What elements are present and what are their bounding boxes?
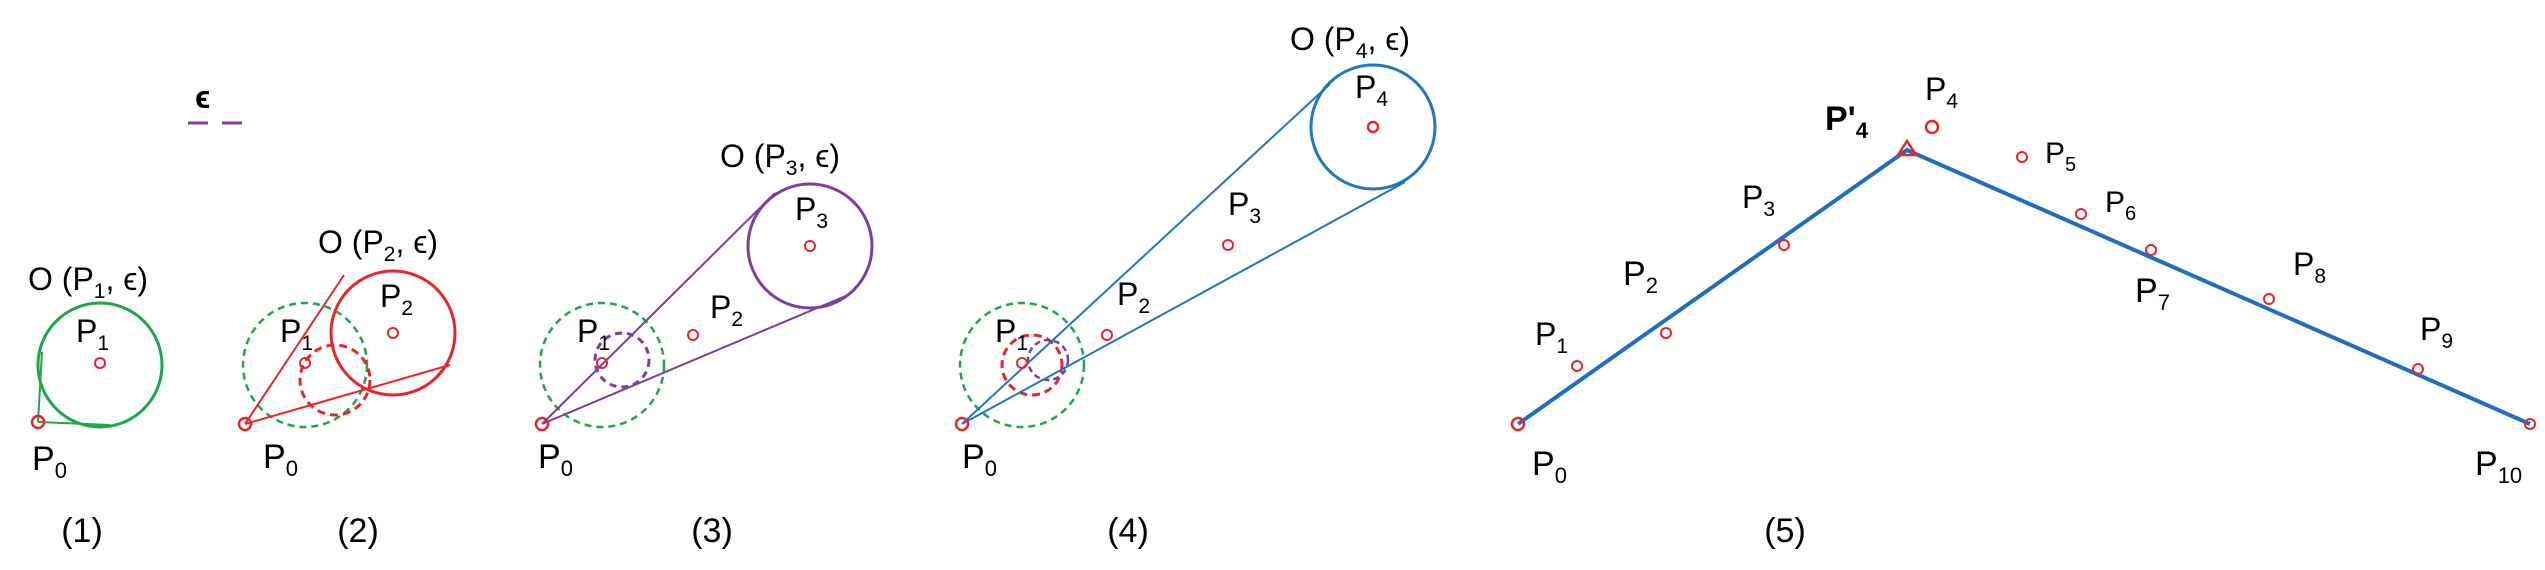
label-p0: P0: [1532, 445, 1567, 488]
label-p2: P2: [1117, 276, 1150, 318]
point-p2: [687, 329, 699, 341]
label-p2: P2: [380, 278, 413, 320]
point-p9: [2412, 363, 2424, 375]
tolerance-circle-p4: [1309, 63, 1437, 191]
tangent-line-upper: [37, 351, 43, 423]
point-p0: [534, 416, 550, 432]
caption-5: (5): [1764, 512, 1806, 550]
label-p2: P2: [710, 289, 743, 331]
point-p7: [2145, 244, 2157, 256]
caption-2: (2): [337, 512, 379, 550]
label-p5: P5: [2045, 137, 2076, 176]
label-p1: P1: [577, 313, 610, 355]
point-p3: [1222, 239, 1234, 251]
tangent-line-upper: [541, 192, 776, 425]
epsilon-symbol: ϵ: [195, 79, 210, 115]
label-p7: P7: [2135, 272, 2170, 315]
label-p4: P4: [1355, 69, 1388, 111]
label-p1: P1: [1535, 316, 1568, 358]
tolerance-circle-p1-dashed: [538, 301, 666, 429]
label-p4-prime: P'4: [1825, 100, 1869, 143]
caption-1: (1): [61, 512, 103, 550]
tolerance-circle-p1: [36, 301, 164, 429]
point-p3: [804, 240, 816, 252]
label-p9: P9: [2420, 311, 2453, 353]
point-p1: [1571, 360, 1583, 372]
caption-3: (3): [691, 512, 733, 550]
simplified-polyline: [1516, 147, 2531, 426]
label-p1: P1: [280, 313, 313, 355]
label-p6: P6: [2105, 186, 2136, 225]
point-p3: [1778, 239, 1790, 251]
point-p0: [237, 416, 253, 432]
point-p0: [1510, 416, 1526, 432]
caption-4: (4): [1107, 512, 1149, 550]
circle-label-p2: O (P2, ϵ): [318, 224, 438, 266]
epsilon-legend: ϵ: [188, 79, 242, 125]
label-p2: P2: [1623, 255, 1658, 298]
label-p0: P0: [263, 438, 298, 481]
point-p0: [30, 414, 46, 430]
panel-1: O (P1, ϵ) P1 P0 (1): [28, 261, 164, 550]
point-p4: [1924, 119, 1940, 135]
tangent-line-lower: [541, 294, 849, 425]
tolerance-circle-p1-dashed: [958, 301, 1086, 429]
label-p4: P4: [1925, 71, 1958, 113]
point-p1: [299, 357, 311, 369]
label-p0: P0: [32, 440, 67, 483]
circle-label-p3: O (P3, ϵ): [720, 138, 840, 180]
point-p4-prime-triangle: [1895, 138, 1919, 157]
label-p1: P1: [76, 313, 109, 355]
tolerance-circle-p1-dashed: [241, 301, 369, 429]
point-p6: [2075, 208, 2087, 220]
point-p1: [596, 357, 608, 369]
label-p0: P0: [962, 438, 997, 481]
point-p2: [387, 327, 399, 339]
circle-label-p1: O (P1, ϵ): [28, 261, 148, 303]
intersection-circle-dashed: [593, 331, 651, 389]
intersection-circle-dashed: [298, 343, 372, 417]
point-p10: [2524, 418, 2536, 430]
tolerance-circle-p2: [329, 269, 457, 397]
point-p4: [1366, 120, 1380, 134]
tangent-line-lower: [244, 364, 451, 425]
panel-5: P0 P1 P2 P3 P'4 P4 P5 P6 P7 P8 P9 P10 (5…: [1510, 71, 2536, 550]
label-p0: P0: [538, 438, 573, 481]
label-p3: P3: [795, 191, 828, 233]
circle-label-p4: O (P4, ϵ): [1290, 21, 1410, 63]
label-p3: P3: [1742, 179, 1775, 221]
tangent-line-upper: [244, 274, 345, 425]
panel-4: O (P4, ϵ) P1 P2 P3 P4 P0 (4): [954, 21, 1437, 550]
point-p2: [1660, 327, 1672, 339]
point-p5: [2016, 151, 2028, 163]
point-p1: [1016, 357, 1028, 369]
label-p10: P10: [2475, 445, 2522, 488]
tangent-line-lower: [37, 421, 111, 426]
point-p8: [2263, 293, 2275, 305]
point-p2: [1101, 329, 1113, 341]
point-p0: [954, 416, 970, 432]
label-p1: P1: [995, 313, 1028, 355]
tangent-line-lower: [961, 181, 1406, 425]
point-p1: [94, 357, 106, 369]
tolerance-circle-p3: [746, 182, 874, 310]
label-p3: P3: [1228, 186, 1261, 228]
intersection-circle-purple-dashed: [1026, 338, 1070, 382]
label-p8: P8: [2293, 246, 2326, 288]
intersection-circle-red-dashed: [1000, 333, 1064, 397]
panel-2: O (P2, ϵ) P1 P2 P0 (2): [237, 224, 457, 550]
panel-3: O (P3, ϵ) P1 P2 P3 P0 (3): [534, 138, 874, 550]
